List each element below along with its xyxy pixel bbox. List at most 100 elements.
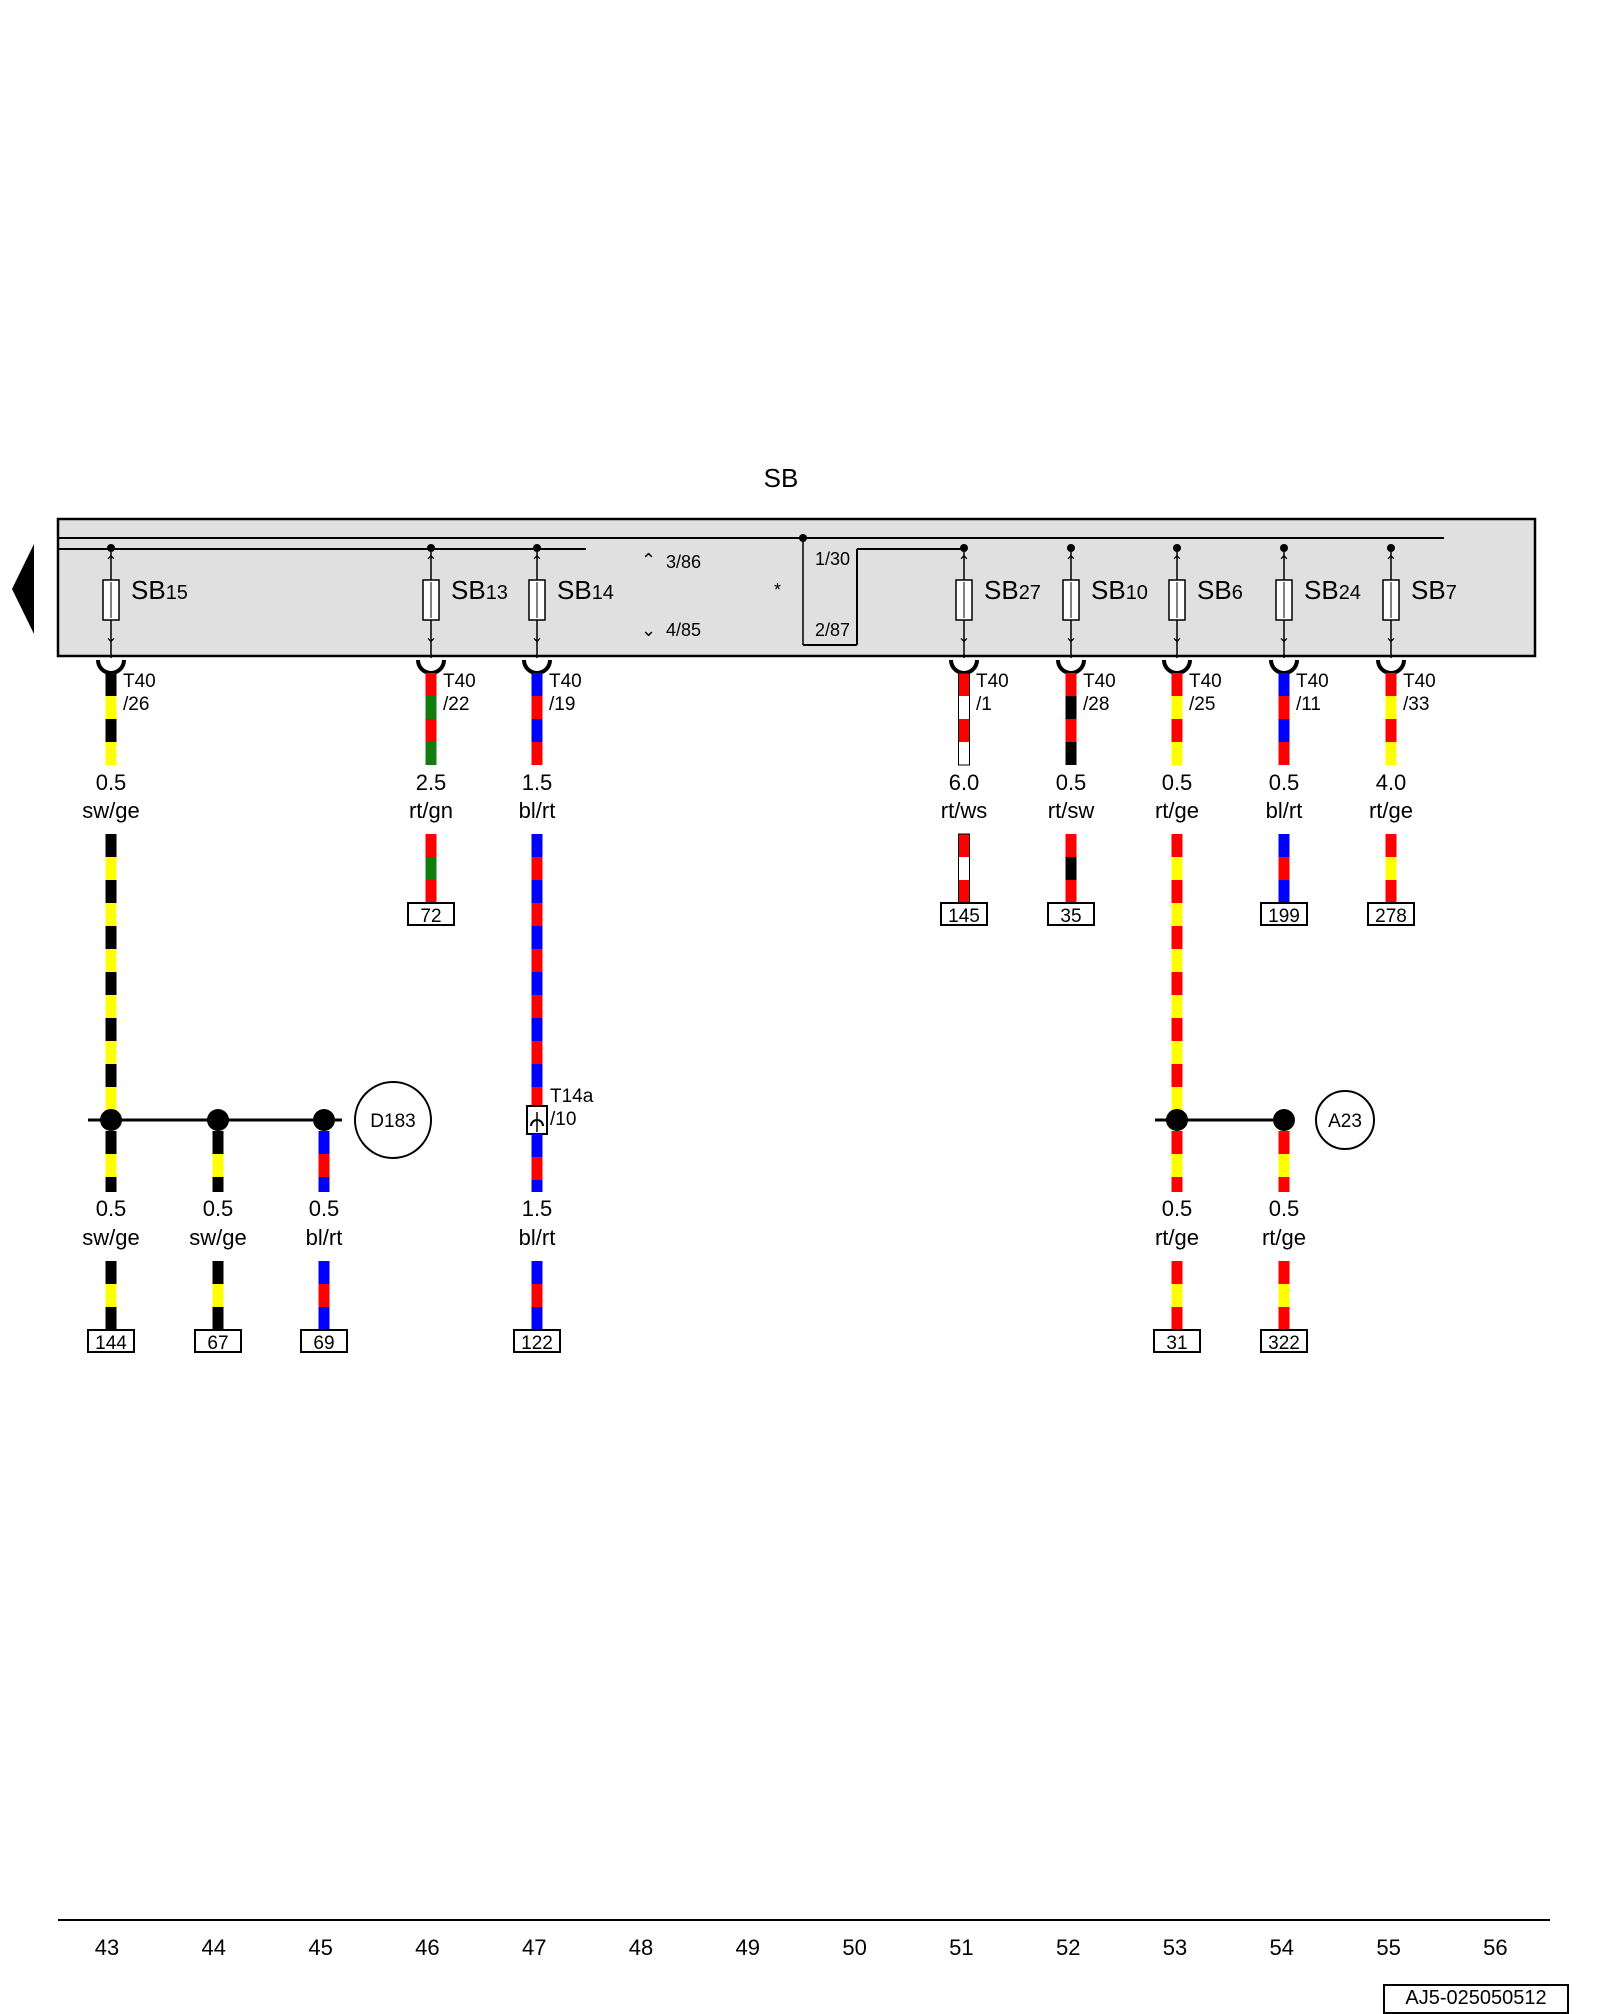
wire-size: 0.5 [309,1196,340,1221]
wire-segment [105,1261,117,1330]
wire-segment [1278,1261,1290,1330]
wire-segment [212,1261,224,1330]
connector-name: T40 [1189,671,1222,692]
wire-reference-number: 278 [1375,906,1407,927]
connector-pin: /33 [1403,694,1429,715]
wire-segment [1278,834,1290,903]
wire-segment [1385,834,1397,903]
svg-text:⌃: ⌃ [641,550,656,570]
wire-color: bl/rt [519,1225,556,1250]
connector-arrow-icon: ⌄ [424,629,437,646]
connector-socket-icon [522,659,552,675]
wire-color: sw/ge [82,798,139,823]
wire-reference-box[interactable]: 31 [1153,1329,1201,1354]
wire-reference-number: 122 [521,1333,553,1354]
wire-segment [105,1131,117,1192]
wire-reference-number: 67 [207,1333,228,1354]
svg-text:3/86: 3/86 [666,552,701,572]
wire-run-sw-ge [105,834,117,1120]
wire-segment [212,1131,224,1192]
wire-color: rt/ge [1369,798,1413,823]
wire-segment [1278,1131,1290,1192]
wire-segment [958,672,970,766]
wire-segment [425,834,437,903]
connector-socket-icon [1056,659,1086,675]
connector-socket-icon [1269,659,1299,675]
connector-name: T40 [976,671,1009,692]
wire-reference-box[interactable]: 199 [1260,902,1308,927]
wire-size: 0.5 [1162,770,1193,795]
svg-text:⌄: ⌄ [641,620,656,640]
wire-reference-box[interactable]: 144 [87,1329,135,1354]
fuse-label: SB24 [1304,575,1361,605]
fuse-label: SB15 [131,575,188,605]
wire-reference-number: 31 [1166,1333,1187,1354]
wire-segment [958,833,970,904]
wire-size: 1.5 [522,1196,553,1221]
connector-name: T40 [1083,671,1116,692]
column-number: 44 [202,1935,226,1960]
diagram-title: SB [764,463,799,493]
connector-pin: /19 [549,694,575,715]
splice-d183-icon[interactable] [354,1081,432,1159]
wire-segment [1278,673,1290,765]
column-number: 45 [308,1935,332,1960]
connector-name: T40 [1296,671,1329,692]
branch-wire: 1.5 bl/rt 122 [513,1134,561,1354]
splice-a23-icon[interactable] [1315,1090,1375,1150]
splice-node [100,1109,122,1131]
wire-size: 1.5 [522,770,553,795]
wire-segment [1171,1131,1183,1192]
document-id: AJ5-025050512 [1383,1984,1569,2014]
fuse-label: SB6 [1197,575,1243,605]
wire-segment [531,1261,543,1330]
wire-reference-box[interactable]: 145 [940,902,988,927]
connector-arrow-icon: ⌄ [1384,629,1397,646]
wire-segment [531,1134,543,1192]
connector-name: T40 [549,671,582,692]
connector-arrow-icon: ⌄ [530,629,543,646]
column-number: 43 [95,1935,119,1960]
wire-reference-box[interactable]: 122 [513,1329,561,1354]
connector-name: T40 [123,671,156,692]
wire-reference-box[interactable]: 322 [1260,1329,1308,1354]
wire-size: 0.5 [1162,1196,1193,1221]
column-number: 56 [1483,1935,1507,1960]
wire-reference-box[interactable]: 72 [407,902,455,927]
fuse-label: SB10 [1091,575,1148,605]
splice-node [207,1109,229,1131]
wire-reference-box[interactable]: 67 [194,1329,242,1354]
connector-pin: /22 [443,694,469,715]
wire-reference-box[interactable]: 278 [1367,902,1415,927]
wire-reference-box[interactable]: 35 [1047,902,1095,927]
inline-connector-pin: /10 [550,1109,576,1130]
column-number: 54 [1270,1935,1294,1960]
column-number: 51 [949,1935,973,1960]
column-number: 53 [1163,1935,1187,1960]
wire-color: rt/ws [941,798,987,823]
wire-reference-number: 144 [95,1333,127,1354]
column-number: 50 [842,1935,866,1960]
wire-segment [531,673,543,765]
wire-reference-box[interactable]: 69 [300,1329,348,1354]
wire-color: bl/rt [519,798,556,823]
splice-label: A23 [1328,1111,1362,1132]
wire-size: 6.0 [949,770,980,795]
connector-arrow-icon: ⌄ [1277,629,1290,646]
connector-pin: /11 [1296,694,1321,715]
wire-color: bl/rt [306,1225,343,1250]
wire-segment [105,673,117,765]
column-number: 55 [1376,1935,1400,1960]
wire-reference-number: 35 [1060,906,1081,927]
connector-socket-icon [1376,659,1406,675]
connector-socket-icon [96,659,126,675]
page-back-arrow-icon[interactable] [12,544,34,634]
relay-contact: ⌃ 3/86 ⌄ 4/85 * 1/30 2/87 [641,534,963,646]
splice-label: D183 [370,1111,415,1132]
